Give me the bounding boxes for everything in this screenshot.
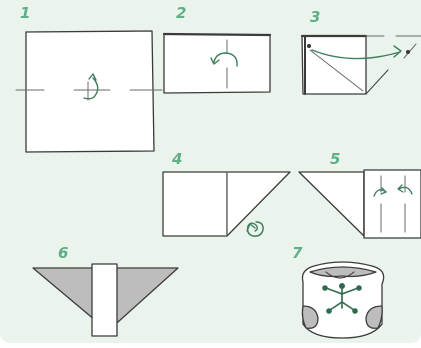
step-number-5: 5 — [330, 152, 340, 167]
cloth-pleated-strip — [364, 170, 421, 238]
cloth-rectangle — [163, 172, 227, 236]
step-3-corner-fold — [302, 36, 421, 94]
cloth-triangle — [299, 172, 364, 236]
corner-flap-edge — [366, 70, 388, 94]
step-6-diaper-shape — [33, 264, 178, 336]
step-number-6: 6 — [58, 246, 68, 261]
step-number-4: 4 — [172, 152, 182, 167]
step-number-1: 1 — [20, 6, 30, 21]
step-1-square-cloth — [16, 31, 162, 152]
step-number-2: 2 — [176, 6, 186, 21]
pin-head — [340, 284, 344, 288]
cloth-triangle-flap — [227, 172, 290, 236]
step-number-7: 7 — [292, 246, 302, 261]
pin-tip-right — [357, 286, 361, 290]
corner-dot — [308, 45, 311, 48]
pin-tip-lower-right — [353, 309, 357, 313]
pin-tip-left — [323, 286, 327, 290]
step-5-pleated-center — [299, 170, 421, 238]
step-4-triangle-flap — [163, 172, 290, 236]
fold-over-arrow-head — [394, 46, 401, 57]
cloth-square — [26, 31, 154, 152]
folded-edge — [164, 34, 270, 35]
target-fold-line — [404, 44, 416, 58]
cloth-half — [164, 34, 270, 93]
pin-tip-lower-left — [327, 309, 331, 313]
step-2-half-fold — [164, 34, 270, 93]
step-7-finished-diaper — [302, 262, 383, 338]
center-strip — [92, 264, 117, 336]
step-number-3: 3 — [310, 10, 320, 25]
target-dot — [407, 51, 410, 54]
